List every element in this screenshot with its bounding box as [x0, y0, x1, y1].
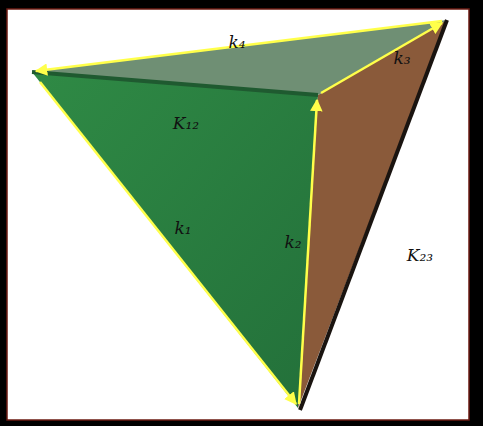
momentum-arrow: [40, 82, 296, 404]
edge-label: K₁₂: [173, 114, 199, 133]
green-face: [32, 72, 318, 408]
edge-label: k₂: [284, 233, 301, 252]
top-face: [32, 20, 447, 95]
momentum-arrow: [36, 21, 442, 71]
edge-label: k₄: [228, 33, 245, 52]
momentum-arrow: [299, 100, 317, 404]
frame: [7, 9, 469, 420]
edge-line: [300, 20, 447, 410]
edge-label: k₁: [174, 219, 191, 238]
edge-label: K₂₃: [407, 246, 433, 265]
edge-line: [32, 72, 318, 95]
edge-label: k₃: [393, 49, 410, 68]
